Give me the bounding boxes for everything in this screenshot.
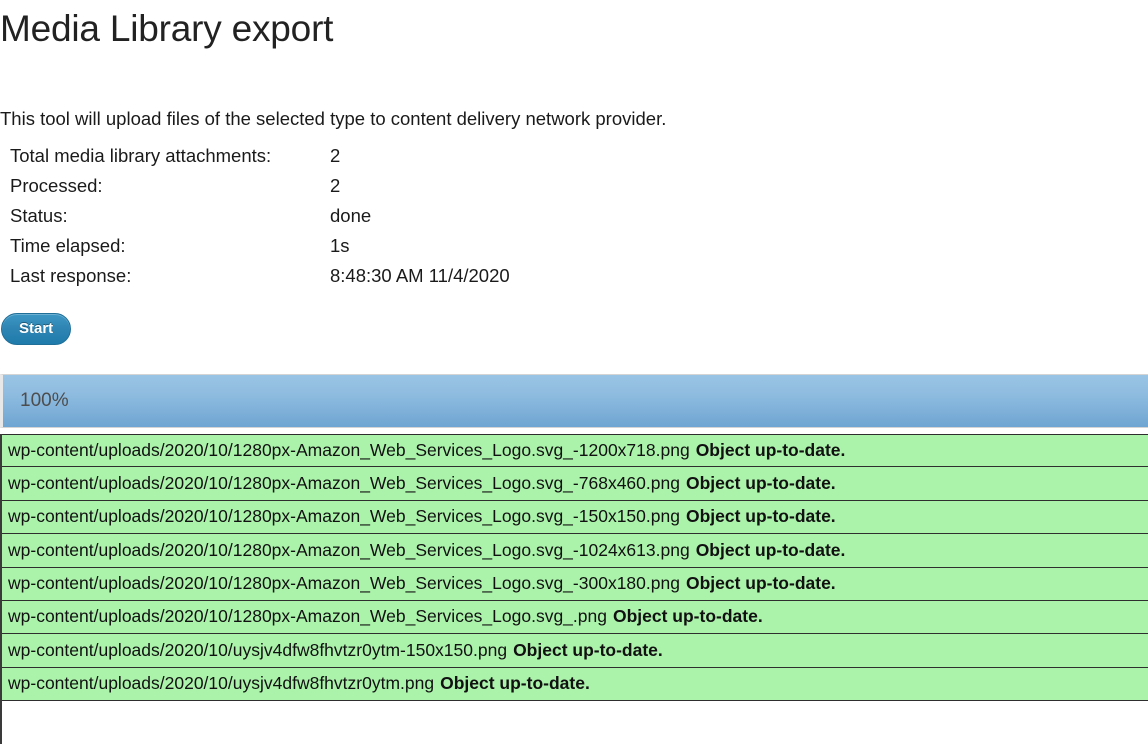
log-row-path: wp-content/uploads/2020/10/1280px-Amazon… [8,539,690,560]
progress-bar-fill: 100% [3,375,1148,427]
log-row-status: Object up-to-date. [695,539,846,560]
log-row-path: wp-content/uploads/2020/10/1280px-Amazon… [8,439,690,460]
stats-row: Last response: 8:48:30 AM 11/4/2020 [10,261,530,291]
log-row-status: Object up-to-date. [685,472,836,493]
stats-row-label: Last response: [10,265,132,286]
log-row: wp-content/uploads/2020/10/1280px-Amazon… [2,600,1148,635]
log-row-path: wp-content/uploads/2020/10/1280px-Amazon… [8,606,607,627]
log-row: wp-content/uploads/2020/10/uysjv4dfw8fhv… [2,667,1148,702]
log-row: wp-content/uploads/2020/10/1280px-Amazon… [2,434,1148,468]
log-row: wp-content/uploads/2020/10/uysjv4dfw8fhv… [2,634,1148,668]
log-row-path: wp-content/uploads/2020/10/1280px-Amazon… [8,472,680,493]
progress-bar-track: 100% [0,374,1148,428]
progress-percent-label: 100% [20,390,69,411]
stats-row-label: Time elapsed: [10,235,126,256]
log-row-status: Object up-to-date. [695,439,846,460]
log-row-path: wp-content/uploads/2020/10/1280px-Amazon… [8,573,680,593]
log-row-path: wp-content/uploads/2020/10/uysjv4dfw8fhv… [8,639,508,660]
stats-row-label: Total media library attachments: [10,145,272,166]
intro-description: This tool will upload files of the selec… [0,107,667,129]
stats-row-label: Status: [10,205,68,226]
start-button[interactable]: Start [1,313,72,345]
export-log-container[interactable]: wp-content/uploads/2020/10/1280px-Amazon… [0,434,1148,744]
stats-row: Processed: 2 [10,171,530,201]
stats-row-label: Processed: [10,175,103,196]
log-row: wp-content/uploads/2020/10/1280px-Amazon… [2,534,1148,568]
log-row: wp-content/uploads/2020/10/1280px-Amazon… [2,467,1148,501]
log-row-status: Object up-to-date. [685,506,836,527]
stats-row: Total media library attachments: 2 [10,141,530,171]
log-row: wp-content/uploads/2020/10/1280px-Amazon… [2,567,1148,601]
stats-row: Time elapsed: 1s [10,231,530,261]
log-row-path: wp-content/uploads/2020/10/uysjv4dfw8fhv… [8,673,435,694]
log-row-status: Object up-to-date. [513,639,663,660]
log-row-path: wp-content/uploads/2020/10/1280px-Amazon… [8,506,680,527]
stats-row-value: 2 [330,145,341,166]
log-row: wp-content/uploads/2020/10/1280px-Amazon… [2,500,1148,535]
stats-row-value: done [330,205,372,226]
page-title: Media Library export [0,8,334,49]
log-row-status: Object up-to-date. [612,606,763,627]
stats-row-value: 1s [330,235,350,256]
log-row-status: Object up-to-date. [440,673,590,694]
log-row-status: Object up-to-date. [685,573,836,593]
stats-row-value: 8:48:30 AM 11/4/2020 [330,265,510,286]
stats-row: Status: done [10,201,530,231]
stats-row-value: 2 [330,175,341,196]
